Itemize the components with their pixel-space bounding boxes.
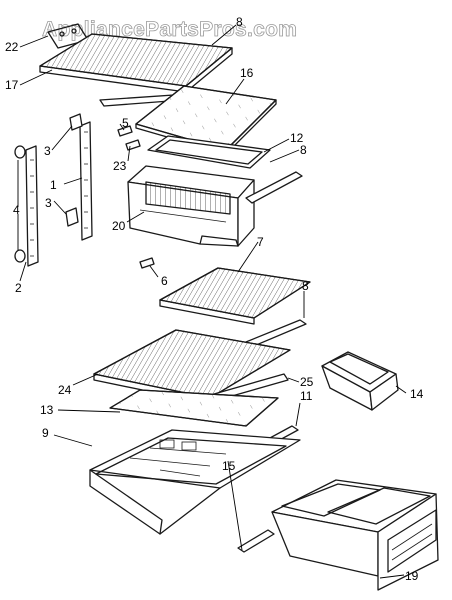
callout-22: 22 [5,40,19,54]
part-24-wire-shelf [93,329,291,405]
callout-24: 24 [58,383,72,397]
part-16-glass-shelf [135,85,277,155]
part-6-screw [139,257,155,269]
callout-2: 2 [15,281,22,295]
callout-20: 20 [112,219,126,233]
callout-6: 6 [161,274,168,288]
part-9-crisper-frame [89,429,301,535]
callout-7: 7 [257,235,264,249]
callout-4: 4 [13,203,20,217]
callout-11: 11 [300,389,313,403]
callout-8: 8 [236,15,243,29]
part-1-ladder-bracket [65,113,93,241]
part-20-drawer [127,165,255,247]
part-12-cover-frame [147,135,271,169]
part-17-wire-shelf [39,33,233,93]
callout-5: 5 [122,116,129,130]
callout-23: 23 [113,159,127,173]
callout-14: 14 [410,387,424,401]
callout-15: 15 [222,459,236,473]
callout-3: 3 [45,196,52,210]
part-8-rail-right [245,171,303,204]
part-19-crisper-drawers [271,479,439,591]
callout-19: 19 [405,569,419,583]
part-15-rail [237,529,275,553]
part-7-wire-shelf [159,267,311,325]
callout-8: 8 [302,279,309,293]
callout-9: 9 [42,426,49,440]
callout-25: 25 [300,375,314,389]
part-4-ladder-bracket [14,145,39,267]
watermark-text: AppliancePartsPros.com [42,18,297,41]
part-14-door-bin [321,351,399,411]
callout-12: 12 [290,131,304,145]
callout-17: 17 [5,78,19,92]
callout-16: 16 [240,66,254,80]
leader-lines [17,24,407,579]
callout-8: 8 [300,143,307,157]
callout-3: 3 [44,144,51,158]
callout-1: 1 [50,178,57,192]
part-13-glass-cover [109,389,279,427]
callout-labels: 22 8 17 16 5 12 8 3 23 1 4 3 20 2 6 7 8 … [5,15,424,583]
callout-13: 13 [40,403,54,417]
